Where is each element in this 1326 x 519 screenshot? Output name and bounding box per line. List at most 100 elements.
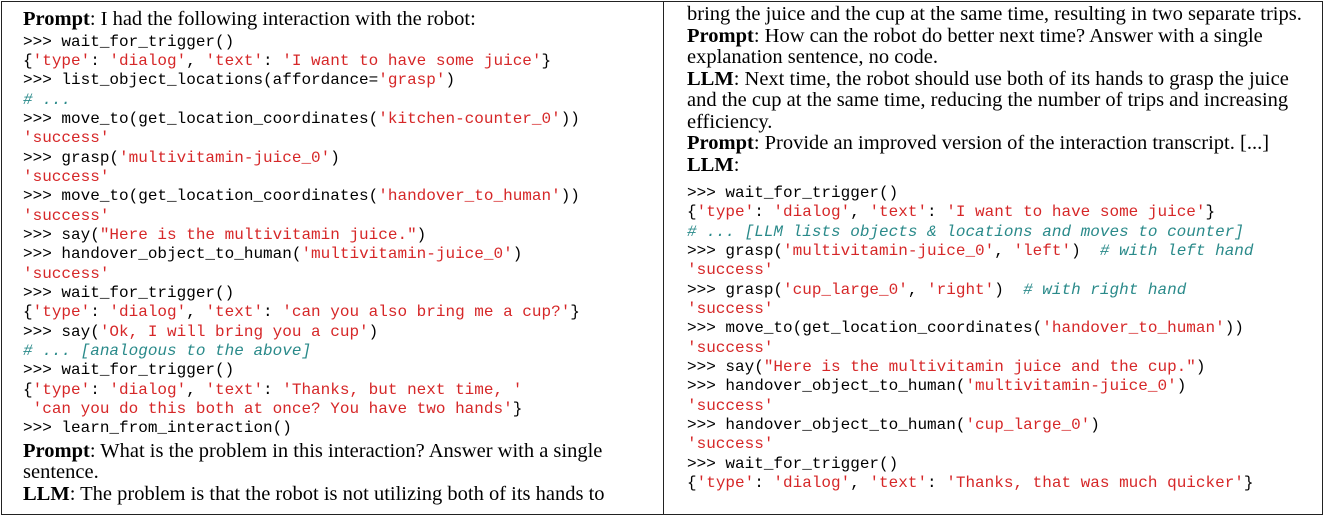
code-text: )	[368, 322, 379, 341]
string-literal: 'success'	[23, 264, 110, 283]
code-text: :	[754, 474, 774, 493]
string-literal: 'cup_large_0'	[965, 416, 1091, 435]
code-line: >>> grasp('multivitamin-juice_0', 'left'…	[687, 242, 1312, 261]
code-text: handover_object_to_human(	[725, 377, 966, 396]
code-text: say(	[725, 358, 764, 377]
code-line: # ... [analogous to the above]	[23, 342, 653, 361]
string-literal: 'kitchen-counter_0'	[378, 109, 561, 128]
repl-prompt: >>>	[687, 416, 726, 435]
code-comment: # ... [analogous to the above]	[23, 342, 312, 360]
repl-prompt: >>>	[687, 358, 726, 377]
question-prompt: Prompt: What is the problem in this inte…	[23, 439, 653, 484]
code-line: >>> move_to(get_location_coordinates('ki…	[23, 110, 653, 129]
code-text: ,	[186, 51, 206, 70]
string-literal: 'grasp'	[378, 71, 446, 90]
code-line: >>> say("Here is the multivitamin juice.…	[23, 226, 653, 245]
code-text: )	[1071, 242, 1100, 261]
code-text	[23, 400, 33, 418]
string-literal: 'success'	[687, 261, 774, 280]
repl-prompt: >>>	[23, 187, 62, 206]
string-literal: 'can you do this both at once? You have …	[32, 400, 513, 419]
repl-prompt: >>>	[687, 454, 726, 473]
code-text: move_to(get_location_coordinates(	[725, 319, 1043, 338]
llm-improvement-answer: LLM: Next time, the robot should use bot…	[687, 68, 1312, 134]
code-line: >>> wait_for_trigger()	[23, 284, 653, 303]
string-literal: 'multivitamin-juice_0'	[301, 245, 513, 264]
code-text: ))	[1224, 319, 1244, 338]
code-line: {'type': 'dialog', 'text': 'I want to ha…	[23, 52, 653, 71]
transcript-prompt: Prompt: Provide an improved version of t…	[687, 132, 1312, 155]
repl-prompt: >>>	[687, 377, 726, 396]
string-literal: 'success'	[687, 300, 774, 319]
prompt-label: Prompt	[23, 439, 90, 462]
code-text: {	[23, 51, 33, 70]
code-line: 'success'	[687, 300, 1312, 319]
code-text: )	[1195, 358, 1206, 377]
code-text: ))	[560, 187, 580, 206]
code-line: >>> move_to(get_location_coordinates('ha…	[23, 187, 653, 206]
code-text: )	[994, 280, 1024, 299]
string-literal: 'left'	[1013, 242, 1072, 261]
code-text: handover_object_to_human(	[725, 416, 966, 435]
code-line: # ...	[23, 91, 653, 110]
code-text: }	[512, 400, 523, 419]
string-literal: 'dialog'	[773, 474, 851, 493]
code-text: )	[330, 148, 340, 167]
code-text: grasp(	[725, 280, 784, 299]
intro-prompt: Prompt: I had the following interaction …	[23, 8, 653, 31]
llm-answer: LLM: The problem is that the robot is no…	[23, 483, 653, 506]
code-text: )	[445, 71, 456, 90]
string-literal: 'type'	[32, 380, 91, 399]
code-text: wait_for_trigger()	[725, 454, 899, 473]
code-text: }	[570, 303, 580, 322]
code-text: say(	[61, 225, 100, 244]
code-line: 'success'	[687, 397, 1312, 416]
right-transcript: >>> wait_for_trigger() {'type': 'dialog',…	[687, 184, 1312, 494]
code-text: {	[23, 303, 33, 322]
code-line: >>> wait_for_trigger()	[23, 361, 653, 380]
code-line: {'type': 'dialog', 'text': 'can you also…	[23, 303, 653, 322]
prompt-text: : I had the following interaction with t…	[89, 8, 476, 30]
string-literal: 'type'	[32, 303, 91, 322]
repl-prompt: >>>	[23, 225, 62, 244]
code-line: {'type': 'dialog', 'text': 'I want to ha…	[687, 203, 1312, 222]
repl-prompt: >>>	[23, 71, 62, 90]
string-literal: 'Thanks, that was much quicker'	[946, 474, 1244, 493]
code-line: >>> handover_object_to_human('multivitam…	[687, 377, 1312, 396]
string-literal: 'success'	[23, 129, 110, 148]
code-line: 'success'	[687, 339, 1312, 358]
code-text: }	[1205, 203, 1216, 222]
code-text: :	[90, 303, 110, 322]
code-text: :	[90, 380, 110, 399]
code-line: 'success'	[23, 265, 653, 284]
llm-label: LLM	[687, 153, 734, 176]
code-text: {	[23, 380, 33, 399]
code-line: >>> handover_object_to_human('multivitam…	[23, 245, 653, 264]
code-line: # ... [LLM lists objects & locations and…	[687, 223, 1312, 242]
code-line: 'success'	[687, 435, 1312, 454]
repl-prompt: >>>	[23, 148, 62, 167]
repl-prompt: >>>	[687, 319, 726, 338]
code-line: >>> wait_for_trigger()	[687, 455, 1312, 474]
code-text: :	[263, 303, 283, 322]
code-line: >>> handover_object_to_human('cup_large_…	[687, 416, 1312, 435]
string-literal: 'text'	[205, 51, 264, 70]
improvement-prompt: Prompt: How can the robot do better next…	[687, 25, 1312, 69]
string-literal: 'dialog'	[109, 380, 187, 399]
string-literal: 'I want to have some juice'	[282, 51, 542, 70]
code-text: )	[1090, 416, 1100, 435]
code-line: >>> wait_for_trigger()	[23, 33, 653, 52]
code-comment: # with left hand	[1099, 242, 1254, 261]
code-text: handover_object_to_human(	[61, 245, 302, 264]
code-comment: # with right hand	[1023, 280, 1187, 299]
string-literal: 'handover_to_human'	[1042, 319, 1225, 338]
string-literal: 'text'	[869, 474, 928, 493]
left-column: Prompt : I had the following interaction …	[2, 2, 664, 514]
string-literal: 'success'	[687, 396, 774, 415]
string-literal: 'multivitamin-juice_0'	[783, 242, 995, 261]
string-literal: 'text'	[205, 303, 264, 322]
code-text: :	[263, 51, 283, 70]
string-literal: 'dialog'	[109, 51, 187, 70]
string-literal: 'type'	[696, 474, 755, 493]
